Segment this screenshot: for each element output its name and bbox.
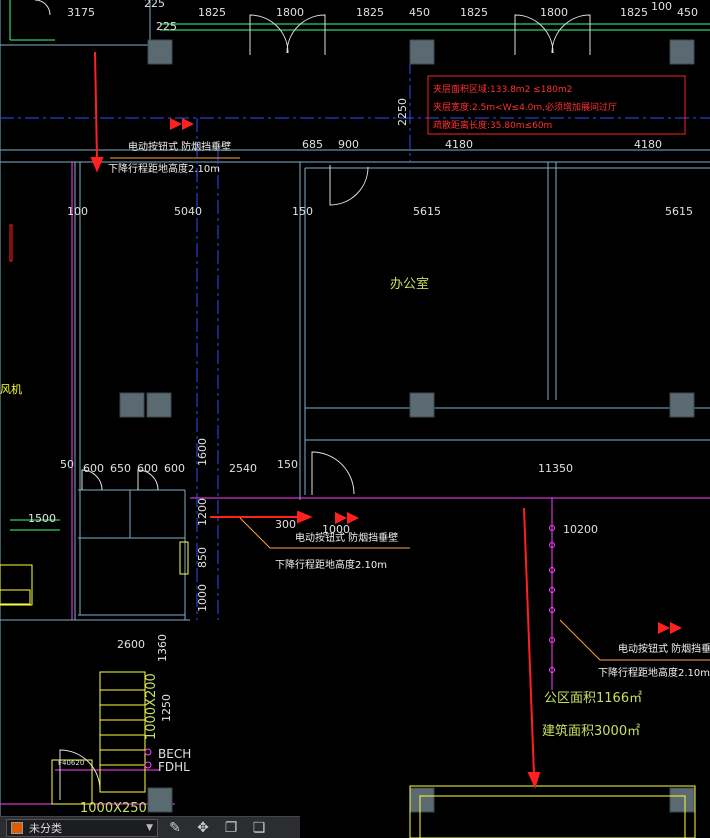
dim-225-a: 225 xyxy=(144,0,165,10)
duct-dim: 1000X250 xyxy=(80,801,147,816)
dim-685: 685 xyxy=(302,138,323,151)
dim-1250: 1250 xyxy=(160,694,173,722)
dim-2250: 2250 xyxy=(396,98,409,126)
dim-225-b: 225 xyxy=(156,20,177,33)
columns xyxy=(119,39,695,813)
dim-1825-c: 1825 xyxy=(460,6,488,19)
layer-color-swatch xyxy=(11,821,23,834)
dim-1600: 1600 xyxy=(196,438,209,466)
dim-300: 300 xyxy=(275,518,296,531)
top-dimensions: 3175 225 225 1825 1800 1825 450 1825 180… xyxy=(67,0,698,33)
dim-1500: 1500 xyxy=(28,512,56,525)
dim-5615-b: 5615 xyxy=(665,205,693,218)
room-label-office: 办公室 xyxy=(390,276,429,292)
equip-bech: BECH xyxy=(158,747,191,761)
dim-10200: 10200 xyxy=(563,523,598,536)
dim-1825-d: 1825 xyxy=(620,6,648,19)
area-public: 公区面积1166㎡ xyxy=(544,691,642,706)
red-note: 夹层面积区域:133.8m2 ≤180m2 夹层宽度:2.5m<W≤4.0m,必… xyxy=(427,75,686,135)
equip-fdhl: FDHL xyxy=(158,760,190,774)
dim-600-c: 600 xyxy=(164,462,185,475)
dim-1800-a: 1800 xyxy=(276,6,304,19)
annotation-a-1: 电动按钮式 防烟挡垂壁 xyxy=(128,140,231,153)
dim-1800-b: 1800 xyxy=(540,6,568,19)
dim-650: 650 xyxy=(110,462,131,475)
doors xyxy=(34,0,591,800)
mid-dimensions: 50 600 650 600 600 2540 150 11350 1500 2… xyxy=(28,458,598,651)
dim-1000: 1000 xyxy=(322,523,350,536)
green-top-grid xyxy=(9,0,710,531)
dim-2600: 2600 xyxy=(117,638,145,651)
flags xyxy=(170,118,682,634)
edit-icon[interactable]: ✎ xyxy=(169,819,181,836)
dim-600-b: 600 xyxy=(137,462,158,475)
annotation-a-3: 电动按钮式 防烟挡垂壁 xyxy=(618,642,710,655)
axis-lines xyxy=(0,60,710,620)
area-building: 建筑面积3000㎡ xyxy=(542,723,640,739)
dim-1000-v: 1000 xyxy=(196,584,209,612)
dim-850: 850 xyxy=(196,547,209,568)
dim-1360: 1360 xyxy=(156,634,169,662)
dim-4180-b: 4180 xyxy=(634,138,662,151)
annotation-b-2: 下降行程距地高度2.10m xyxy=(275,558,387,571)
paste-icon[interactable]: ❏ xyxy=(252,819,266,836)
fan-label: 风机 xyxy=(0,382,22,396)
red-note-line1: 夹层面积区域:133.8m2 ≤180m2 xyxy=(433,83,572,95)
chevron-down-icon: ▼ xyxy=(146,822,153,833)
vertical-dimensions: 2250 1600 1200 850 1000 1360 1250 xyxy=(156,98,409,722)
dim-150: 150 xyxy=(292,205,313,218)
dim-600-a: 600 xyxy=(83,462,104,475)
bottom-toolbar: 未分类 ▼ ✎ ✥ ❐ ❏ xyxy=(0,816,300,838)
copy-icon[interactable]: ❐ xyxy=(224,819,238,836)
smoke-curtain-annotations: 电动按钮式 防烟挡垂壁 下降行程距地高度2.10m 电动按钮式 防烟挡垂壁 下降… xyxy=(108,140,710,679)
dim-2540: 2540 xyxy=(229,462,257,475)
row3-dimensions: 100 5040 150 5615 5615 xyxy=(67,205,693,218)
dim-5615-a: 5615 xyxy=(413,205,441,218)
dim-5040: 5040 xyxy=(174,205,202,218)
dim-11350: 11350 xyxy=(538,462,573,475)
dim-50: 50 xyxy=(60,458,74,471)
dim-1825-a: 1825 xyxy=(198,6,226,19)
magenta-lines xyxy=(0,162,710,805)
layer-dropdown[interactable]: 未分类 ▼ xyxy=(6,818,158,837)
dim-450-b: 450 xyxy=(677,6,698,19)
row2-dimensions: 685 900 4180 4180 xyxy=(302,138,662,151)
dim-450-a: 450 xyxy=(409,6,430,19)
annotation-b-3: 下降行程距地高度2.10m xyxy=(598,666,710,679)
yellow-details xyxy=(0,541,696,838)
dim-100-b: 100 xyxy=(67,205,88,218)
dim-900: 900 xyxy=(338,138,359,151)
dim-4180-a: 4180 xyxy=(445,138,473,151)
stair-dim: 1000X200 xyxy=(144,673,159,740)
dim-150-b: 150 xyxy=(277,458,298,471)
red-arrows xyxy=(9,51,541,789)
move-icon[interactable]: ✥ xyxy=(197,819,209,836)
pipe-markers xyxy=(144,525,555,769)
leader-lines xyxy=(110,157,710,661)
annotation-b-1: 下降行程距地高度2.10m xyxy=(108,162,220,175)
dim-3175: 3175 xyxy=(67,6,95,19)
small-tag: F40620 xyxy=(58,759,84,767)
layer-label: 未分类 xyxy=(29,821,62,835)
dim-1825-b: 1825 xyxy=(356,6,384,19)
red-note-line3: 疏散距离长度:35.80m≤60m xyxy=(433,119,552,131)
annotation-a-2: 电动按钮式 防烟挡垂壁 xyxy=(295,531,398,544)
dim-1200: 1200 xyxy=(196,498,209,526)
dim-100: 100 xyxy=(651,0,672,13)
red-note-line2: 夹层宽度:2.5m<W≤4.0m,必须增加展间过厅 xyxy=(433,101,617,113)
